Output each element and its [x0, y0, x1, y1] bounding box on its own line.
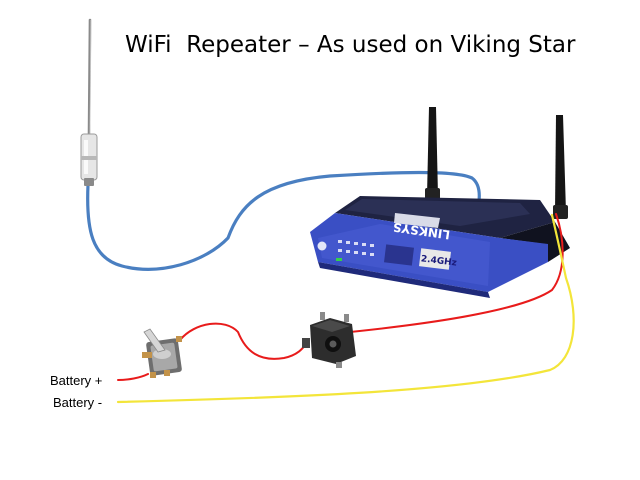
diagram-title: WiFi Repeater – As used on Viking Star — [125, 32, 576, 58]
toggle-switch-icon — [142, 328, 182, 378]
positive-wire-to-router — [339, 213, 564, 334]
external-antenna-icon — [80, 18, 98, 186]
router-band-label: 2.4GHz — [420, 254, 457, 268]
voltage-regulator-icon — [302, 312, 356, 368]
router-antenna-left — [425, 107, 440, 202]
battery-positive-label: Battery + — [50, 373, 103, 388]
positive-wire-switch-to-regulator — [179, 322, 307, 360]
battery-negative-label: Battery - — [53, 395, 103, 410]
positive-wire-battery — [117, 373, 149, 381]
antenna-cable — [86, 170, 481, 271]
router-antenna-right — [553, 115, 568, 219]
negative-wire — [116, 213, 575, 404]
wireless-router-icon — [310, 196, 570, 298]
